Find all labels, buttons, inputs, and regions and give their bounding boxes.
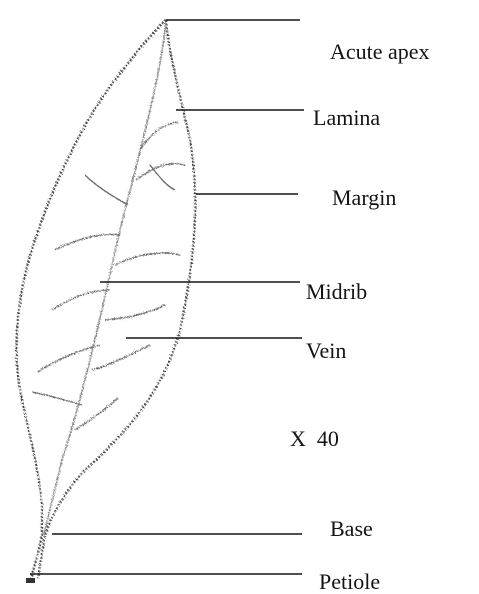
- petiole-tip: [26, 578, 35, 583]
- vein-lines: [32, 122, 185, 430]
- label-acute-apex: Acute apex: [330, 41, 430, 63]
- leader-lines: [30, 20, 304, 574]
- leaf-outline: [16, 20, 195, 582]
- midrib-line: [44, 22, 166, 535]
- label-petiole: Petiole: [319, 571, 380, 593]
- label-base: Base: [330, 518, 373, 540]
- label-vein: Vein: [306, 340, 346, 362]
- magnification-label: X 40: [290, 428, 339, 450]
- label-lamina: Lamina: [313, 107, 380, 129]
- label-margin: Margin: [332, 187, 396, 209]
- label-midrib: Midrib: [306, 281, 367, 303]
